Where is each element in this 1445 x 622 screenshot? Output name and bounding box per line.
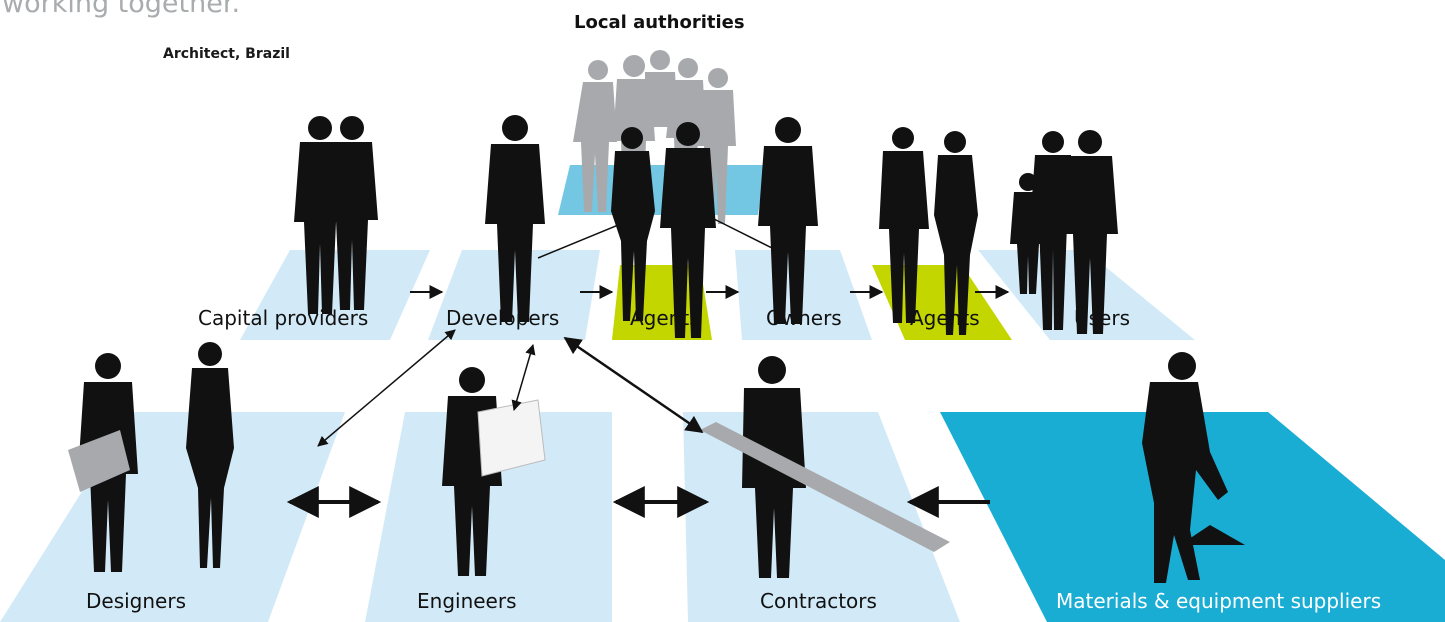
designers-people-icon: [68, 342, 234, 572]
capital-providers-panel: [240, 250, 430, 340]
developers-person-icon: [485, 115, 545, 322]
contractors-label: Contractors: [760, 589, 877, 613]
materials-pile-icon: [1180, 525, 1245, 545]
owners-label: Owners: [766, 306, 842, 330]
line-owners-authorities: [711, 217, 777, 251]
local-authorities-label: Local authorities: [574, 12, 745, 33]
bag-icon: [68, 430, 130, 492]
developers-label: Developers: [446, 306, 560, 330]
capital-providers-people-icon: [294, 116, 378, 314]
suppliers-label: Materials & equipment suppliers: [1056, 589, 1382, 613]
beam-icon: [700, 422, 950, 552]
quote-fragment: working together.”: [2, 0, 255, 19]
line-developers-authorities: [537, 215, 641, 259]
agents-label-1: Agents: [630, 306, 700, 330]
users-family-icon: [1010, 130, 1118, 334]
designers-label: Designers: [86, 589, 186, 613]
arrow-developers-engineers: [511, 343, 536, 412]
capital-providers-label: Capital providers: [198, 306, 369, 330]
supplier-worker-icon: [1142, 352, 1245, 583]
users-label: Users: [1074, 306, 1131, 330]
relationship-arrows: [286, 215, 1010, 518]
engineers-label: Engineers: [417, 589, 517, 613]
suppliers-panel: [940, 412, 1445, 622]
contractor-person-icon: [700, 356, 950, 578]
designers-panel: [0, 412, 345, 622]
agents-2-people-icon: [879, 127, 978, 335]
developers-panel: [428, 250, 600, 340]
quote-credit: Architect, Brazil: [163, 46, 290, 62]
arrow-developers-contractors: [563, 336, 704, 434]
owners-person-icon: [758, 117, 818, 324]
owners-panel: [735, 250, 872, 340]
arrow-developers-designers: [317, 329, 456, 447]
agents-people-icon: [611, 122, 716, 338]
agents-label-2: Agents: [910, 306, 980, 330]
